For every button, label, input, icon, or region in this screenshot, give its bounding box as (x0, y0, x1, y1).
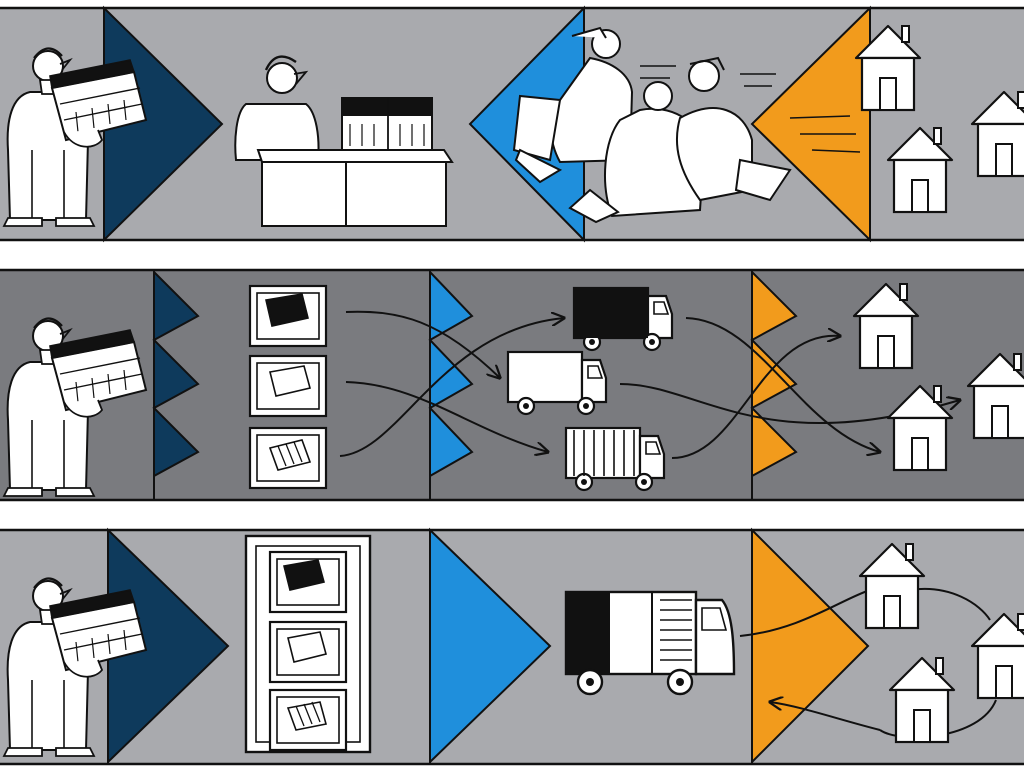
blue-sawtooth (428, 269, 474, 498)
row-1-single-channel (0, 5, 1024, 243)
row-2-multi-channel (0, 268, 1024, 502)
catalog-card-icon (248, 354, 328, 418)
shopkeeper-counter-icon (234, 55, 454, 227)
delivery-truck-icon (564, 426, 666, 492)
blue-chevron (429, 527, 552, 765)
routing-arrows (339, 310, 960, 459)
running-people-icon (512, 26, 792, 224)
delivery-loop-arrows (739, 587, 997, 739)
catalog-card-icon (248, 284, 328, 348)
row-3-integrated-channel (0, 527, 1024, 766)
orange-sawtooth (750, 269, 798, 498)
catalog-items (248, 284, 328, 490)
delivery-trucks (506, 286, 674, 492)
catalog-card-icon (248, 426, 328, 490)
navy-sawtooth (152, 269, 200, 498)
delivery-truck-icon (572, 286, 674, 352)
orange-chevron-reverse (750, 5, 871, 243)
delivery-truck-icon (564, 590, 736, 696)
catalog-panel-icon (244, 534, 372, 754)
